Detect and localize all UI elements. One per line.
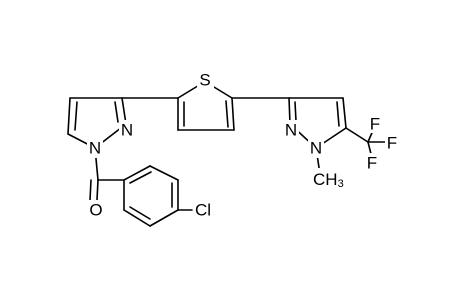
methyl-group-label-subscript: 3 bbox=[338, 178, 344, 190]
bond-carbonyl-o bbox=[96, 179, 99, 201]
bond-th-c5-c4 bbox=[231, 97, 235, 131]
bond-layer bbox=[67, 83, 387, 227]
bond-pz2-n2-c3-double bbox=[294, 101, 297, 122]
bond-carbonyl-o-double bbox=[89, 179, 92, 201]
bond-c5-cf3 bbox=[345, 127, 369, 143]
bond-bz-c4-c5 bbox=[149, 209, 179, 227]
nitrogen-atom-label-right-pyrazole-2: N bbox=[285, 121, 297, 140]
fluorine-atom-label-2: F bbox=[387, 134, 397, 153]
atom-label-layer: S N N N N O Cl F F F CH3 bbox=[87, 70, 398, 220]
bond-bz-c1-c2-double bbox=[129, 171, 152, 184]
bond-pz2-c4-c5-double bbox=[336, 101, 340, 127]
bond-pz1-c3-n2 bbox=[121, 97, 127, 125]
chlorine-atom-label: Cl bbox=[195, 201, 211, 220]
methyl-group-label-main: CH bbox=[313, 170, 338, 189]
bond-pz1-c3-n2-double bbox=[114, 101, 119, 123]
methyl-group-label: CH3 bbox=[313, 170, 344, 191]
nitrogen-atom-label-left-pyrazole-1: N bbox=[89, 139, 101, 158]
nitrogen-atom-label-left-pyrazole-2: N bbox=[121, 121, 133, 140]
bond-pz2-n2-c3 bbox=[288, 97, 291, 125]
nitrogen-atom-label-right-pyrazole-1: N bbox=[310, 139, 322, 158]
bond-th-c5-c4-double bbox=[225, 100, 229, 128]
bond-pz1-c5-c4-double bbox=[74, 101, 78, 131]
bond-bz-c1-c2 bbox=[123, 165, 151, 181]
bond-pz1-c5-c4 bbox=[67, 97, 71, 135]
oxygen-atom-label: O bbox=[89, 201, 102, 220]
sulfur-atom-label: S bbox=[199, 71, 210, 90]
bond-pz2-c4-c5 bbox=[342, 97, 347, 129]
bond-bz-c5-c6-double bbox=[129, 206, 151, 220]
fluorine-atom-label-3: F bbox=[367, 154, 377, 173]
bond-bz-c5-c6 bbox=[123, 209, 151, 227]
fluorine-atom-label-1: F bbox=[370, 115, 380, 134]
bond-bz-c2-c3 bbox=[149, 165, 179, 181]
